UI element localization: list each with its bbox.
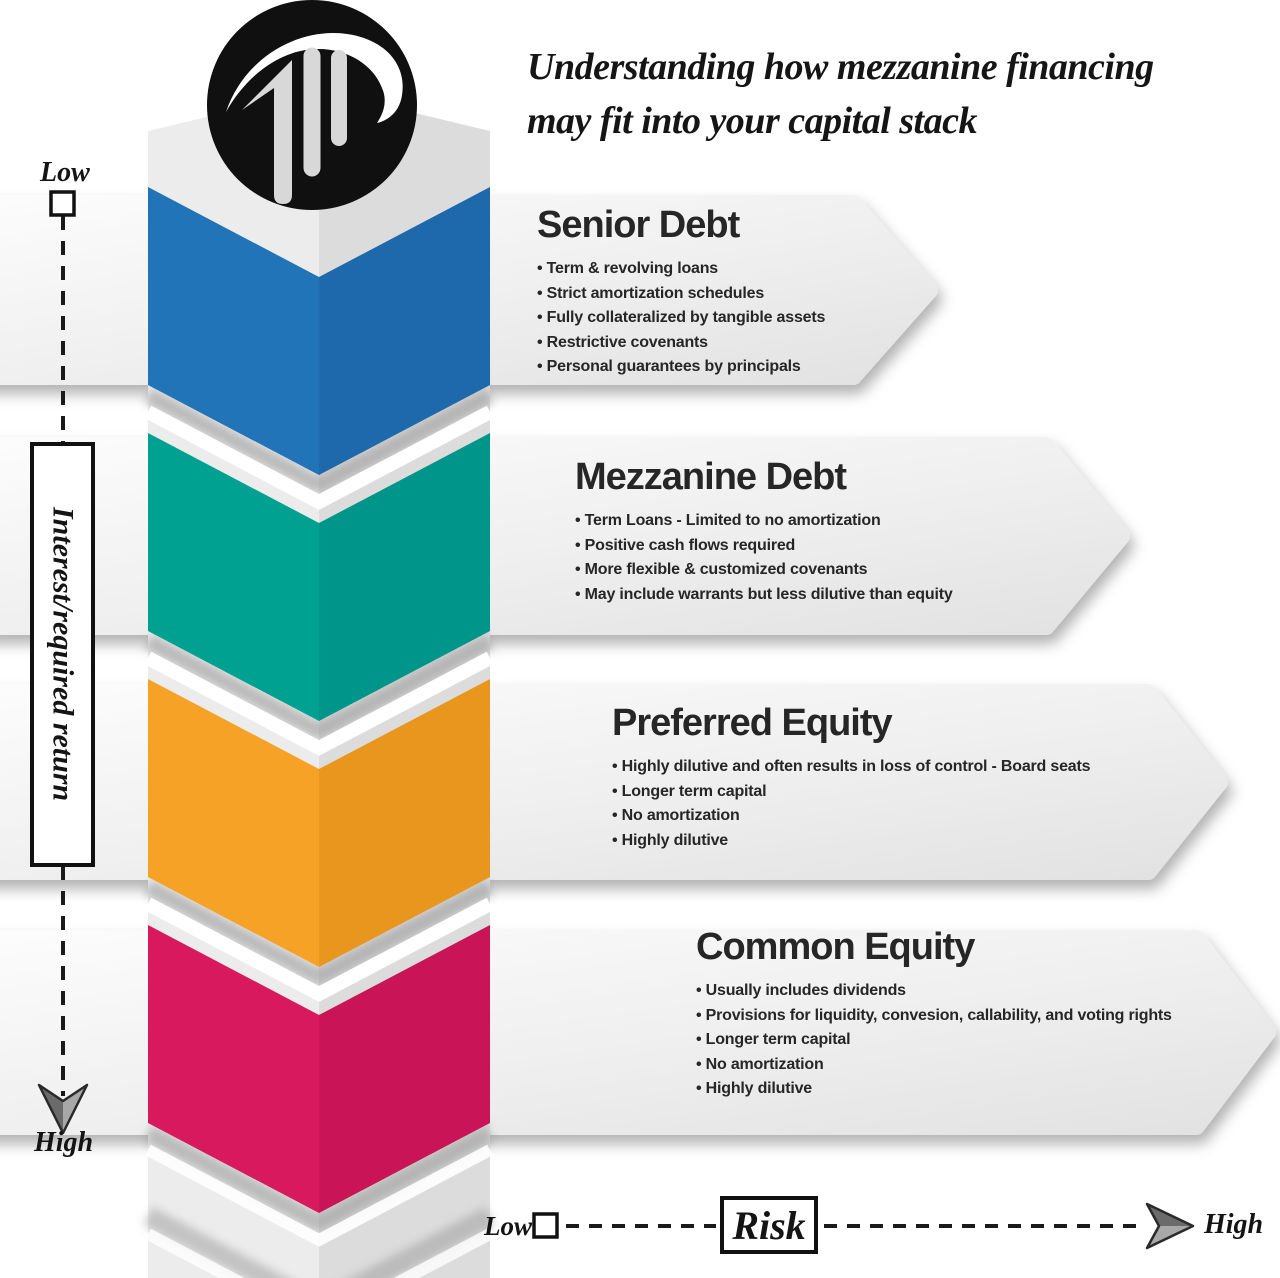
bullet-item: Personal guarantees by principals (537, 355, 825, 380)
senior-debt-chevron-left (148, 187, 319, 475)
section-preferred-equity: Preferred Equity Highly dilutive and oft… (612, 700, 1091, 854)
pillar-logo (207, 0, 417, 210)
y-axis-low-label: Low (40, 157, 90, 188)
bullet-item: Strict amortization schedules (537, 282, 825, 307)
common-equity-chevron-right (319, 925, 490, 1213)
bullet-item: Restrictive covenants (537, 331, 825, 356)
chevron-separators (143, 387, 495, 1278)
bullet-item: Usually includes dividends (696, 979, 1172, 1004)
section-title: Mezzanine Debt (575, 456, 847, 498)
bullet-list: Term Loans - Limited to no amortization … (575, 509, 953, 607)
bullet-list: Term & revolving loans Strict amortizati… (537, 257, 826, 380)
y-axis-title: Interest/required return (46, 507, 80, 802)
bullet-item: Positive cash flows required (575, 534, 953, 559)
page-title: Understanding how mezzanine financing ma… (527, 40, 1154, 148)
y-axis-title-box: Interest/required return (30, 442, 95, 867)
bullet-item: Term Loans - Limited to no amortization (575, 509, 953, 534)
bullet-item: Longer term capital (696, 1028, 1172, 1053)
mezzanine-debt-chevron-right (319, 433, 490, 721)
preferred-equity-chevron-right (319, 679, 490, 967)
section-senior-debt: Senior Debt Term & revolving loans Stric… (537, 202, 825, 380)
section-mezzanine-debt: Mezzanine Debt Term Loans - Limited to n… (575, 454, 953, 607)
common-equity-chevron-left (148, 925, 319, 1213)
bullet-item: More flexible & customized covenants (575, 558, 953, 583)
bullet-list: Highly dilutive and often results in los… (612, 755, 1091, 854)
bullet-item: Highly dilutive (612, 829, 1090, 854)
senior-debt-chevron-right (319, 187, 490, 475)
y-axis-low-square (49, 190, 76, 217)
bullet-item: Highly dilutive and often results in los… (612, 755, 1091, 780)
page-title-line2: may fit into your capital stack (527, 100, 977, 142)
section-title: Common Equity (696, 926, 975, 968)
bullet-item: No amortization (612, 804, 1090, 829)
mezzanine-debt-chevron-left (148, 433, 319, 721)
bullet-item: Longer term capital (612, 780, 1090, 805)
bullet-item: No amortization (696, 1053, 1172, 1078)
x-axis-title: Risk (732, 1202, 806, 1248)
x-axis-low-label: Low (484, 1211, 533, 1241)
x-axis-arrowhead-icon (1145, 1202, 1195, 1250)
section-common-equity: Common Equity Usually includes dividends… (696, 924, 1172, 1102)
logo-pillar-drip-icon (242, 60, 292, 204)
bullet-item: Fully collateralized by tangible assets (537, 306, 826, 331)
x-axis-high-label: High (1204, 1209, 1264, 1240)
x-axis-title-box: Risk (720, 1196, 818, 1254)
section-title: Senior Debt (537, 204, 740, 246)
bullet-item: Highly dilutive (696, 1077, 1172, 1102)
section-title: Preferred Equity (612, 702, 893, 744)
preferred-equity-chevron-left (148, 679, 319, 967)
bullet-list: Usually includes dividends Provisions fo… (696, 979, 1172, 1102)
y-axis-high-label: High (34, 1127, 94, 1158)
bullet-item: Provisions for liquidity, convesion, cal… (696, 1004, 1172, 1029)
bullet-item: Term & revolving loans (537, 257, 825, 282)
x-axis-low-square (532, 1212, 559, 1239)
y-axis-arrowhead-icon (37, 1083, 89, 1135)
bullet-item: May include warrants but less dilutive t… (575, 583, 953, 608)
page-title-line1: Understanding how mezzanine financing (527, 46, 1154, 88)
logo-swoosh-icon (226, 33, 403, 123)
